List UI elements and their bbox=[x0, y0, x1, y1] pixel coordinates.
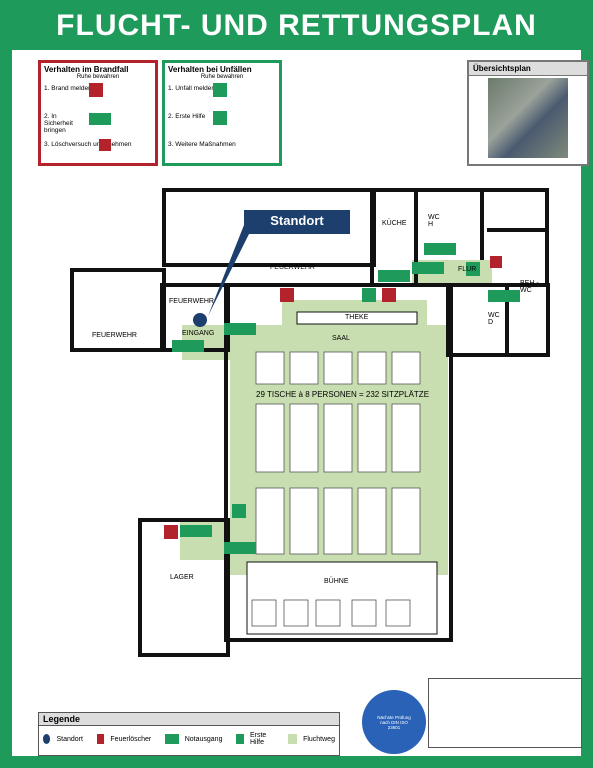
room-saal: SAAL bbox=[332, 335, 350, 342]
exit-sign-icon bbox=[89, 113, 111, 125]
legend-erste-hilfe: Erste Hilfe bbox=[249, 732, 267, 746]
floor-plan bbox=[70, 188, 550, 657]
fire-behavior-box: Verhalten im Brandfall Ruhe bewahren 1. … bbox=[38, 60, 158, 166]
fire-step-1: 1. Brand melden bbox=[44, 85, 92, 92]
walls bbox=[70, 188, 550, 657]
accident-behavior-box: Verhalten bei Unfällen Ruhe bewahren 1. … bbox=[162, 60, 282, 166]
room-kueche: KÜCHE bbox=[382, 220, 407, 227]
room-buehne: BÜHNE bbox=[324, 578, 349, 585]
extinguisher-icon bbox=[99, 139, 111, 151]
legend-feuerloescher: Feuerlöscher bbox=[110, 735, 152, 743]
room-beh-wc: BEH.- WC bbox=[520, 280, 539, 294]
bar-counter bbox=[296, 311, 418, 325]
extinguisher-legend-icon bbox=[96, 734, 105, 744]
stamp-text: Nächste Prüfung nach DIN ISO 23601 bbox=[377, 714, 411, 730]
room-lager: LAGER bbox=[170, 574, 194, 581]
fire-step-3: 3. Löschversuch unternehmen bbox=[44, 141, 132, 148]
standort-callout bbox=[244, 210, 350, 234]
legend-fluchtweg: Fluchtweg bbox=[303, 735, 335, 743]
room-wc-d: WC D bbox=[488, 312, 500, 326]
room-feuerwehr-top: FEUERWEHR bbox=[270, 264, 315, 271]
legend-standort: Standort bbox=[56, 735, 83, 743]
room-theke: THEKE bbox=[345, 314, 369, 321]
room-feuerwehr-mid: FEUERWEHR bbox=[169, 298, 214, 305]
legend-notausgang: Notausgang bbox=[184, 735, 223, 743]
extinguisher-signs bbox=[164, 256, 502, 539]
room-flur: FLUR bbox=[458, 266, 477, 273]
standort-label: Standort bbox=[270, 213, 324, 228]
standort-legend-icon bbox=[43, 734, 51, 744]
legend: Legende Standort Feuerlöscher Notausgang… bbox=[38, 712, 340, 756]
first-aid-signs bbox=[232, 262, 480, 518]
accident-step-3: 3. Weitere Maßnahmen bbox=[168, 141, 236, 148]
legend-title: Legende bbox=[39, 713, 339, 726]
route-legend-swatch bbox=[288, 734, 298, 744]
accident-step-1: 1. Unfall melden bbox=[168, 85, 215, 92]
inspection-stamp: Nächste Prüfung nach DIN ISO 23601 bbox=[362, 690, 426, 754]
table-grid bbox=[251, 351, 421, 627]
overview-title: Übersichtsplan bbox=[469, 62, 587, 76]
standort-pointer bbox=[208, 218, 257, 316]
exit-signs bbox=[172, 243, 520, 554]
capacity-note: 29 TISCHE à 8 PERSONEN = 232 SITZPLÄTZE bbox=[256, 390, 430, 399]
accident-step-2: 2. Erste Hilfe bbox=[168, 113, 206, 120]
room-feuerwehr-left: FEUERWEHR bbox=[92, 332, 137, 339]
accident-box-subtitle: Ruhe bewahren bbox=[200, 74, 244, 80]
room-eingang: EINGANG bbox=[182, 330, 215, 337]
title-block bbox=[428, 678, 582, 748]
first-aid-legend-icon bbox=[236, 734, 244, 744]
fire-box-subtitle: Ruhe bewahren bbox=[76, 74, 120, 80]
phone-icon bbox=[213, 83, 227, 97]
overview-map: Übersichtsplan bbox=[467, 60, 589, 166]
standort-dot bbox=[193, 313, 207, 327]
exit-legend-icon bbox=[165, 734, 179, 744]
room-wc-h: WC H bbox=[428, 214, 440, 228]
first-aid-icon bbox=[213, 111, 227, 125]
page-title: FLUCHT- UND RETTUNGSPLAN bbox=[0, 0, 593, 50]
aerial-photo bbox=[488, 78, 568, 158]
accident-box-title: Verhalten bei Unfällen bbox=[168, 65, 252, 74]
fire-box-title: Verhalten im Brandfall bbox=[44, 65, 129, 74]
fire-alarm-icon bbox=[89, 83, 103, 97]
fire-step-2: 2. In Sicherheit bringen bbox=[44, 113, 73, 134]
